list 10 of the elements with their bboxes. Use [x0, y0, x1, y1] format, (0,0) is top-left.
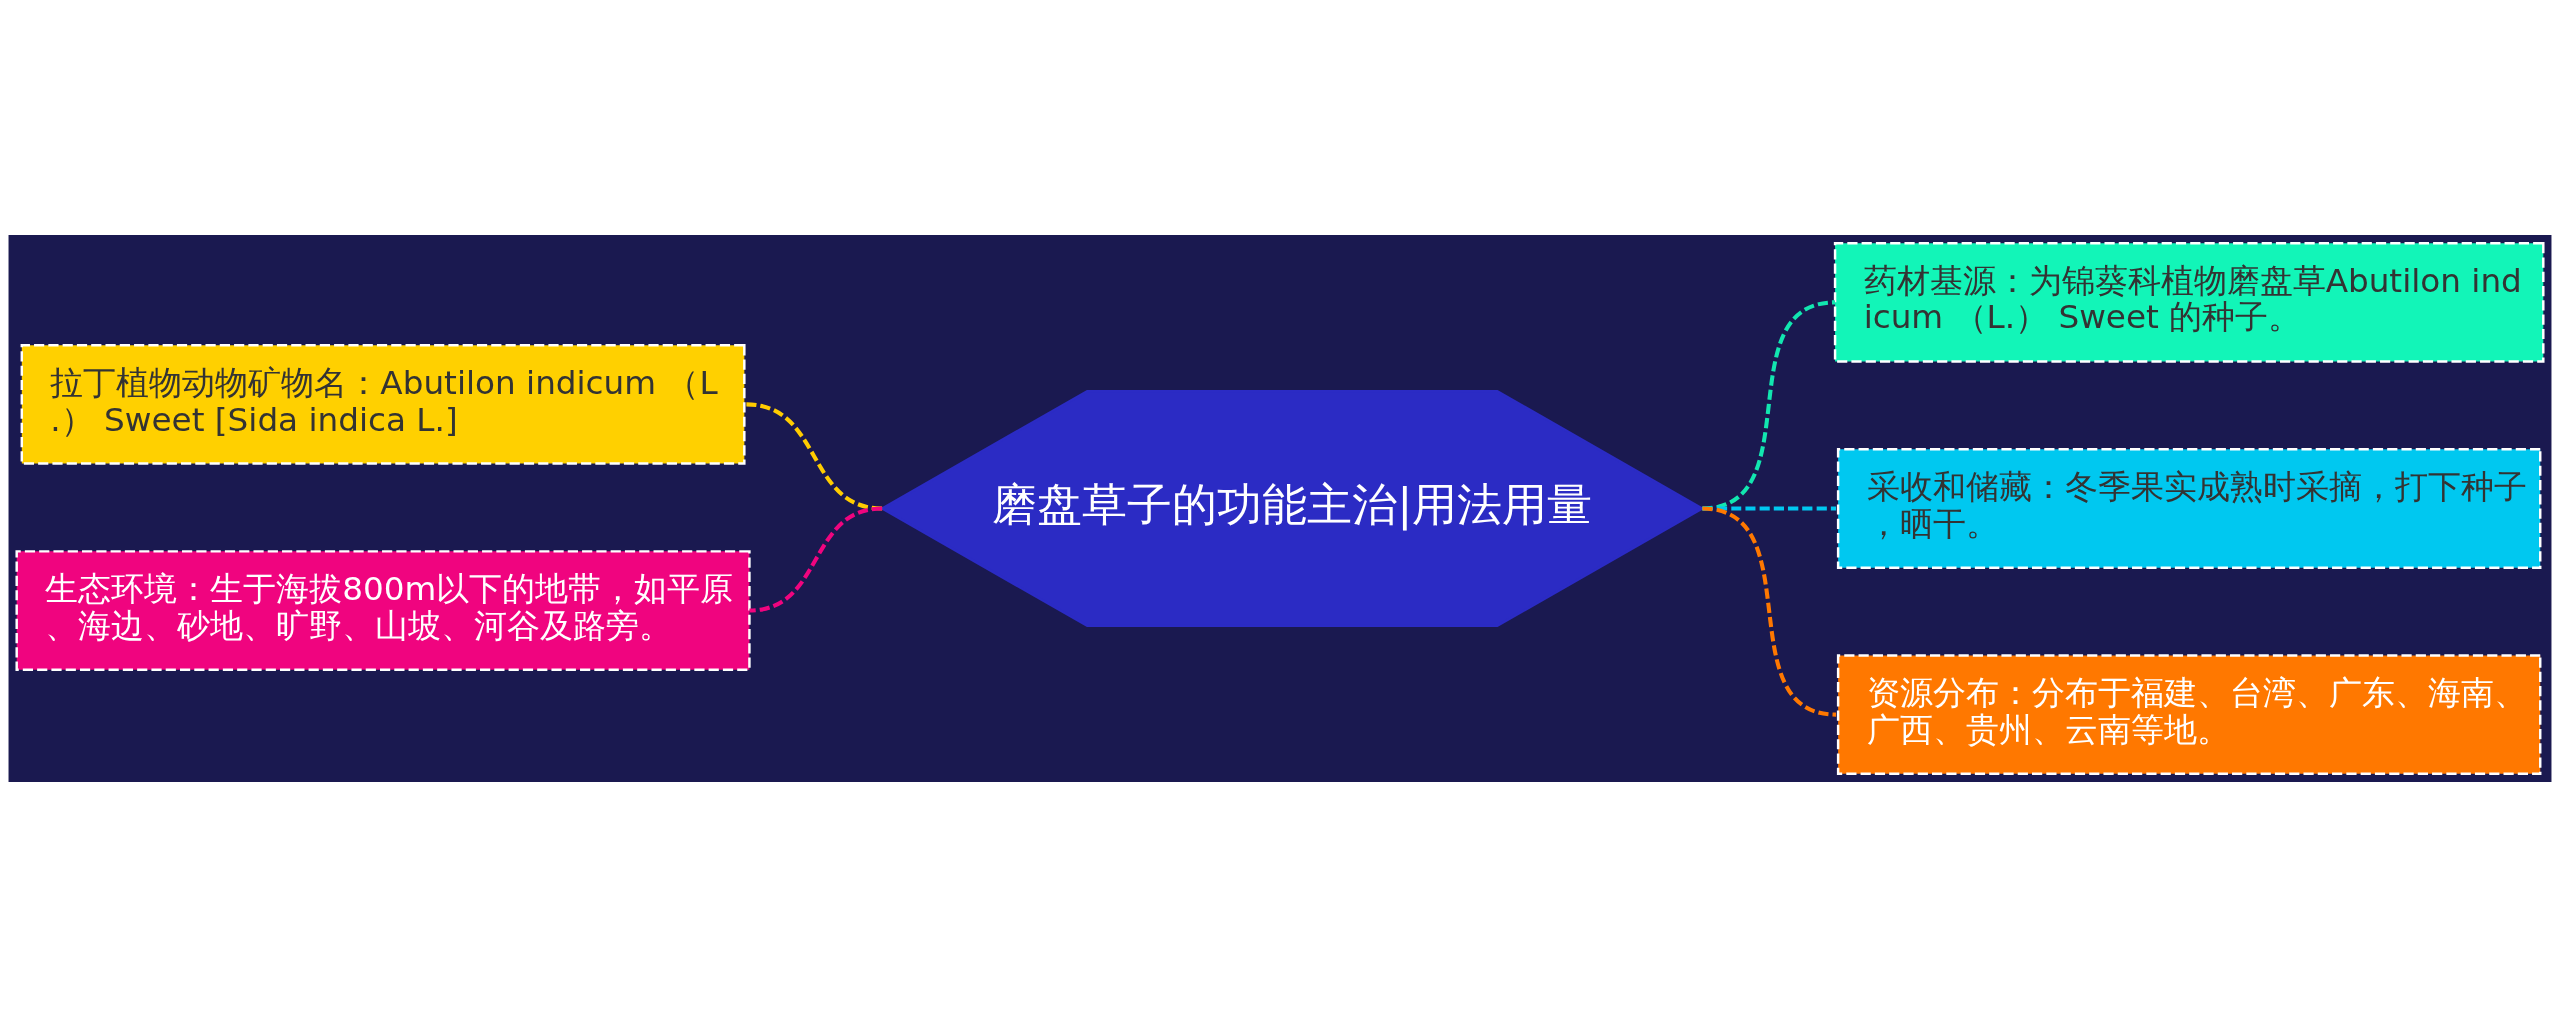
connector: [749, 506, 883, 613]
node-box: 资源分布：分布于福建、台湾、广东、海南、广西、贵州、云南等地。: [1836, 654, 2542, 776]
connector: [1702, 506, 1837, 511]
connector: [1702, 300, 1836, 511]
connector: [746, 402, 883, 511]
node-box: 拉丁植物动物矿物名：Abutilon indicum （L.） Sweet [Sida indica L.]: [20, 344, 746, 465]
connector: [1702, 506, 1837, 717]
node-box: 生态环境：生于海拔800m以下的地带，如平原、海边、砂地、旷野、山坡、河谷及路旁。: [15, 550, 751, 671]
node-box: 药材基源：为锦葵科植物磨盘草Abutilon indicum （L.） Sweet 的种子。: [1833, 241, 2545, 363]
node-box: 采收和储藏：冬季果实成熟时采摘，打下种子，晒干。: [1836, 448, 2542, 569]
